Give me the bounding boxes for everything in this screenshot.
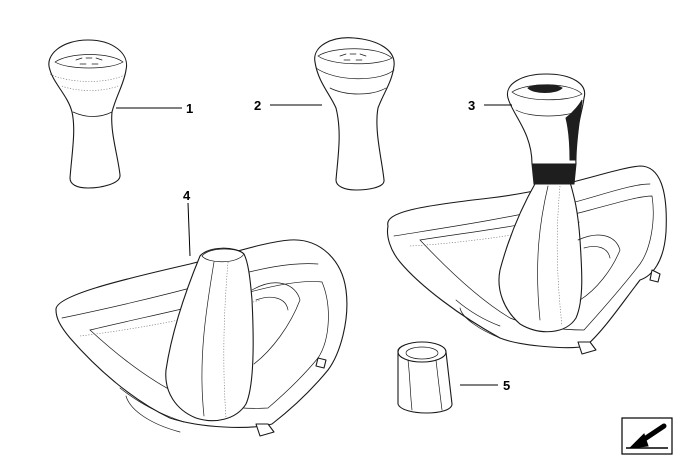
callout-1: 1 (116, 101, 193, 116)
callout-label-2: 2 (254, 98, 261, 113)
part-3-shift-knob (506, 73, 586, 185)
part-5-sleeve (397, 341, 453, 414)
callout-4: 4 (183, 188, 191, 257)
callout-3: 3 (468, 98, 512, 113)
part-2-shift-knob (314, 37, 395, 191)
part-1-shift-knob (48, 39, 128, 189)
part-3-boot (498, 181, 621, 333)
callout-label-1: 1 (186, 101, 193, 116)
callout-2: 2 (254, 98, 322, 113)
callout-label-5: 5 (503, 378, 510, 393)
leader-line-4 (187, 202, 191, 257)
arrow-down-left-icon (621, 417, 673, 455)
callout-label-4: 4 (183, 188, 191, 203)
callout-5: 5 (460, 378, 510, 393)
callout-label-3: 3 (468, 98, 475, 113)
part-4-boot (165, 247, 301, 422)
